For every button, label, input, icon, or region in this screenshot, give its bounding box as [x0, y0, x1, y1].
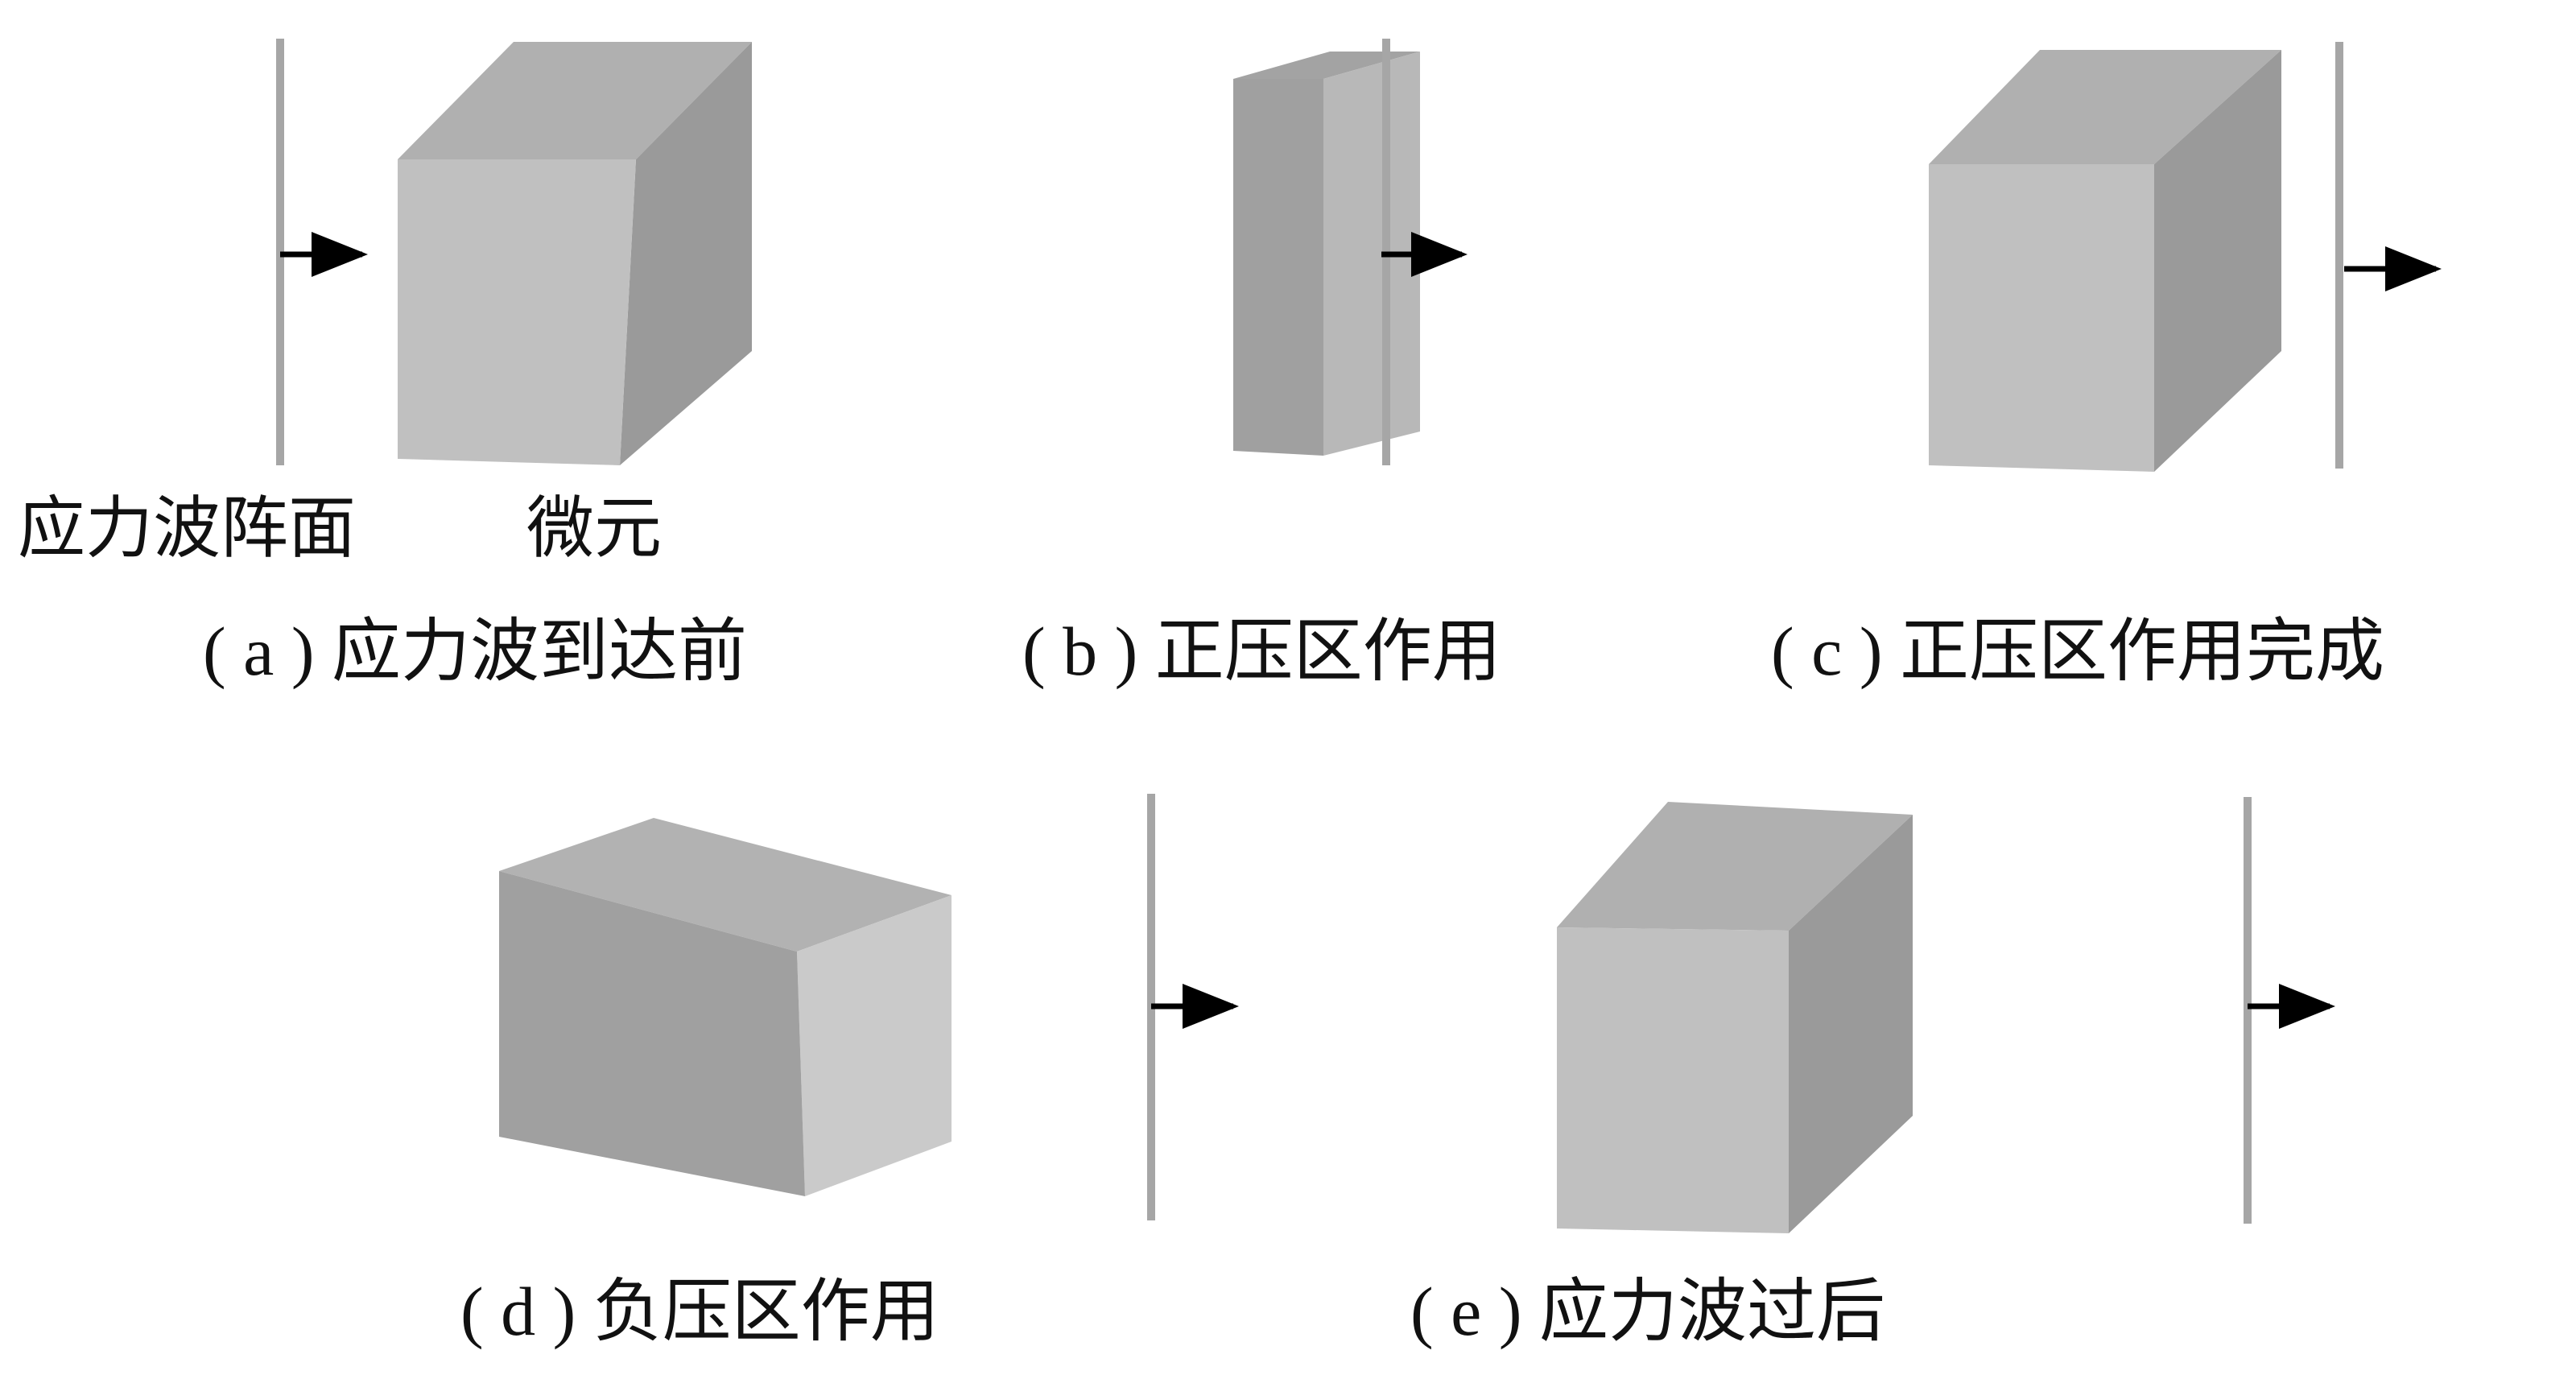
caption-e: ( e ) 应力波过后 [1410, 1271, 1885, 1352]
caption-text: 应力波过后 [1538, 1271, 1885, 1352]
stretched-element [499, 818, 952, 1196]
caption-text: 应力波到达前 [331, 611, 747, 692]
caption-text: 正压区作用 [1154, 611, 1501, 692]
element-cube [398, 42, 752, 465]
caption-b: ( b ) 正压区作用 [1022, 611, 1501, 692]
caption-text: 负压区作用 [592, 1271, 939, 1352]
panel-b [1233, 39, 1468, 465]
caption-c: ( c ) 正压区作用完成 [1771, 611, 2384, 692]
caption-letter: a [243, 613, 275, 690]
caption-letter: d [501, 1273, 536, 1350]
caption-letter: b [1063, 613, 1098, 690]
compressed-element [1233, 52, 1420, 456]
element-cube [1929, 50, 2281, 472]
wavefront-label: 应力波阵面 [18, 489, 357, 568]
panel-e [1557, 797, 2335, 1233]
element-label: 微元 [526, 489, 663, 568]
caption-a: ( a ) 应力波到达前 [203, 611, 747, 692]
panel-a [276, 39, 752, 465]
panel-c [1929, 42, 2442, 472]
caption-letter: c [1811, 613, 1843, 690]
element-cube [1557, 802, 1913, 1233]
caption-text: 正压区作用完成 [1899, 611, 2384, 692]
caption-letter: e [1451, 1273, 1482, 1350]
panel-d [499, 794, 1239, 1220]
caption-d: ( d ) 负压区作用 [460, 1271, 939, 1352]
